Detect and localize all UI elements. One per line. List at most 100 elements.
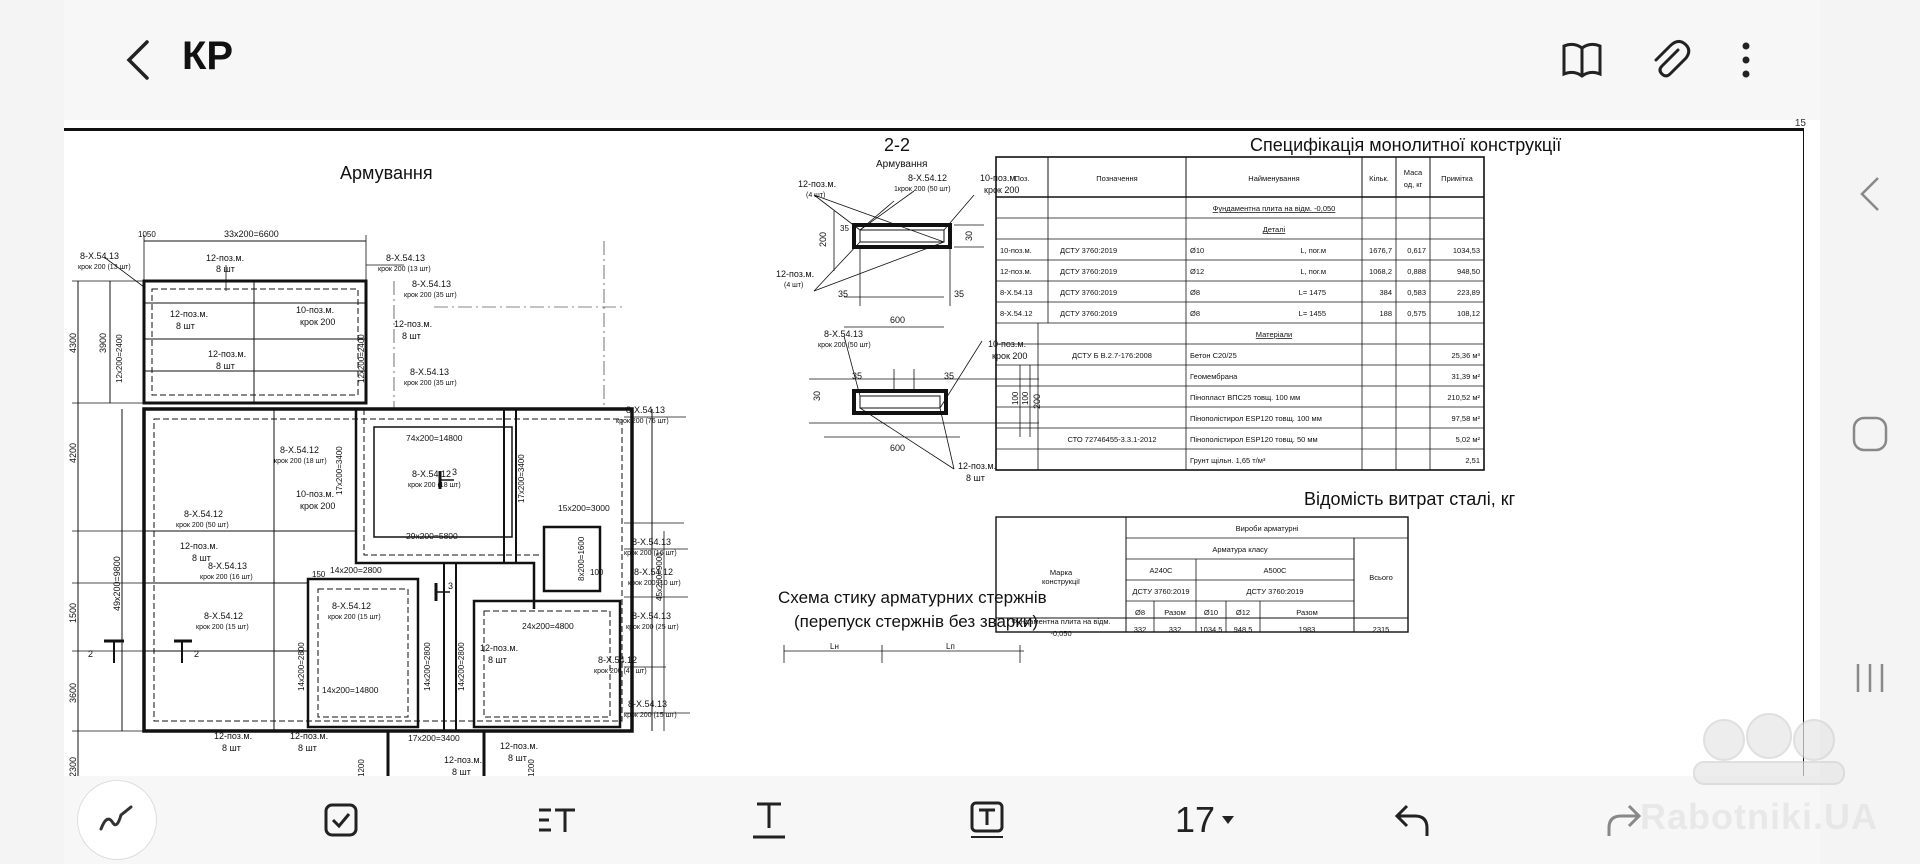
dim-left-e: 1500 [68,603,78,623]
dim-left-c: 4200 [68,443,78,463]
callout-sub: крок 200 (16 шт) [624,550,677,557]
table-cell: Ø8 [1190,309,1200,318]
section-title: 2-2 [884,135,910,155]
steel-header: конструкції [1042,577,1081,586]
text-align-tool-button[interactable] [518,786,596,854]
callout-sub: 8 шт [222,743,241,753]
reading-mode-button[interactable] [1554,32,1610,88]
section-label: (4 шт) [806,192,825,199]
callout-sub: 8 шт [488,655,507,665]
section-label: крок 200 [984,185,1019,195]
dim-left-f: 3600 [68,683,78,703]
more-options-button[interactable] [1718,32,1774,88]
section-dim: 30 [812,391,822,401]
callout: 8-Х.54.12 [634,567,673,577]
steel-value: 332 [1169,625,1182,634]
table-cell: L= 1475 [1299,288,1326,297]
pen-tool-button[interactable] [78,781,156,859]
redo-icon [1607,804,1642,836]
spec-header: Примітка [1441,174,1473,183]
text-underline-tool-button[interactable] [730,786,808,854]
spec-header: Кільк. [1369,174,1389,183]
section-dim: 100 [1021,391,1030,405]
section-label: (4 шт) [784,282,803,289]
steel-header: Марка [1050,568,1073,577]
section-dim: 600 [890,315,905,325]
spec-header: Поз. [1015,174,1030,183]
dim-h4: 14х200=2800 [330,565,382,575]
section-label: 10-поз.м. [980,173,1018,183]
callout: 8-Х.54.12 [204,611,243,621]
nav-recents-button[interactable] [1842,650,1898,706]
steel-header: А500С [1264,566,1288,575]
undo-button[interactable] [1374,786,1452,854]
callout: 12-поз.м. [394,319,432,329]
callout-sub: 8 шт [298,743,317,753]
attach-button[interactable] [1642,32,1698,88]
section-mark: 3 [452,467,457,477]
callout-sub: крок 200 (13 шт) [78,264,131,271]
table-cell: Пінополістирол ESP120 товщ. 100 мм [1190,414,1322,423]
top-bar: КР [64,0,1820,120]
table-cell: 5,02 м² [1456,435,1481,444]
spec-header: Позначення [1096,174,1138,183]
callout: 8-Х.54.13 [80,251,119,261]
callout-sub: 8 шт [216,361,235,371]
callout-sub: 8 шт [402,331,421,341]
table-cell: 948,50 [1457,267,1480,276]
drawing-page[interactable]: Армування 33х200=6600 1050 4300 3900 420… [64,128,1804,779]
text-box-tool-button[interactable] [948,786,1026,854]
section-dim: 30 [964,231,974,241]
spec-header: од, кг [1404,180,1423,189]
font-size-selector[interactable]: 17 [1160,786,1250,854]
dim-left-a: 4300 [68,333,78,353]
book-icon [1562,42,1602,78]
dim-h5: 24х200=4800 [522,621,574,631]
steel-header: ДСТУ 3760:2019 [1132,587,1189,596]
table-cell: Пінополістирол ESP120 товщ. 50 мм [1190,435,1318,444]
callout-sub: крок 200 (15 шт) [328,614,381,621]
nav-home-button[interactable] [1842,406,1898,462]
table-cell: ДСТУ 3760:2019 [1060,267,1117,276]
back-button[interactable] [112,34,164,86]
checkbox-tool-button[interactable] [302,786,380,854]
steel-header: ДСТУ 3760:2019 [1246,587,1303,596]
nav-back-button[interactable] [1842,166,1898,222]
table-cell: 31,39 м² [1451,372,1480,381]
dim-s4: 1200 [357,759,366,777]
more-icon [1742,42,1750,78]
section-label: 8-Х.54.12 [908,173,947,183]
callout-sub: крок 200 (47 шт) [594,668,647,675]
callout: 8-Х.54.12 [332,601,371,611]
dim-s3: 100 [590,568,604,577]
steel-header: Арматура класу [1212,545,1268,554]
callout: 8-Х.54.13 [412,279,451,289]
steel-col: Ø8 [1135,608,1145,617]
table-cell: СТО 72746455-3.3.1-2012 [1067,435,1156,444]
callout: 12-поз.м. [500,741,538,751]
workers-logo-icon [1693,713,1845,785]
dim-left-d: 49х200=9800 [112,556,122,611]
callout: 8-Х.54.13 [386,253,425,263]
table-cell: 0,583 [1407,288,1426,297]
steel-header: А240С [1150,566,1174,575]
redo-button[interactable] [1584,786,1662,854]
dim-v4: 17х200=3400 [517,454,526,503]
section-label: 12-поз.м. [958,461,996,471]
table-cell: 210,52 м² [1447,393,1480,402]
section-dim: 100 [1011,391,1020,405]
callout: 12-поз.м. [290,731,328,741]
table-cell: L= 1455 [1299,309,1326,318]
callout: 10-поз.м. [296,305,334,315]
section-label: 8 шт [966,473,985,483]
callout: 8-Х.54.12 [280,445,319,455]
dim-h7: 17х200=3400 [408,733,460,743]
callout: 8-Х.54.13 [410,367,449,377]
callout-sub: 8 шт [176,321,195,331]
callout: 12-поз.м. [480,643,518,653]
bottom-toolbar: 17 [64,776,1820,864]
text-align-icon [539,808,575,832]
section-dim: 600 [890,443,905,453]
dim-s5: 1200 [527,759,536,777]
